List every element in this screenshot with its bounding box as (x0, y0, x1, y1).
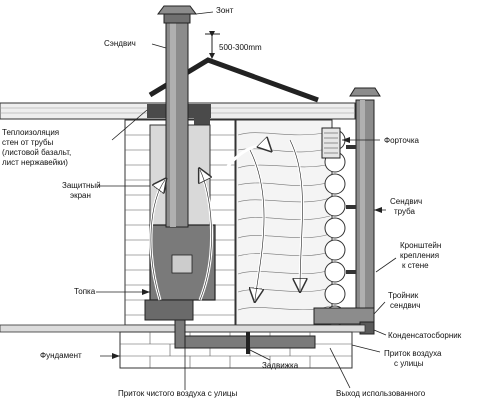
label-bracket-1: Кронштейн (400, 241, 441, 250)
label-insulation-1: Теплоизоляция (2, 128, 59, 137)
firebox-door (171, 254, 193, 274)
firebox-base (144, 299, 194, 321)
damper (246, 332, 250, 354)
wall-bracket (346, 145, 356, 149)
label-air-in-2: с улицы (394, 359, 424, 368)
label-vent-window: Форточка (384, 136, 419, 145)
label-sandwich-pipe-1: Сендвич (390, 197, 422, 206)
label-bracket-3: к стене (402, 261, 429, 270)
external-pipe-hood (349, 87, 381, 97)
chimney-hood (157, 5, 197, 15)
air-duct (174, 335, 316, 349)
label-air-in-1: Приток воздуха (384, 349, 442, 358)
label-exhaust: Выход использованного (336, 389, 426, 398)
label-insulation-3: (листовой базальт, (2, 148, 71, 157)
label-tee-2: сендвич (390, 301, 420, 310)
label-insulation-4: лист нержавейки) (2, 158, 68, 167)
label-damper: Задвижка (262, 361, 299, 370)
leader-arrowheads (112, 137, 382, 359)
label-clean-air: Приток чистого воздуха с улицы (118, 389, 238, 398)
label-sandwich-pipe-2: труба (394, 207, 416, 216)
sandwich-tee (313, 307, 375, 325)
label-insulation-2: стен от трубы (2, 138, 54, 147)
label-firebox: Топка (74, 287, 96, 296)
label-sandwich-top: Сэндвич (104, 39, 136, 48)
label-shield-1: Защитный (62, 181, 101, 190)
label-shield-2: экран (70, 191, 91, 200)
label-foundation: Фундамент (40, 351, 82, 360)
label-tee-1: Тройник (388, 291, 419, 300)
main-chimney-pipe (165, 21, 189, 228)
label-clearance: 500-300mm (219, 43, 262, 52)
label-bracket-2: крепления (400, 251, 439, 260)
label-hood: Зонт (216, 6, 234, 15)
label-condensate: Конденсатосборник (388, 331, 462, 340)
